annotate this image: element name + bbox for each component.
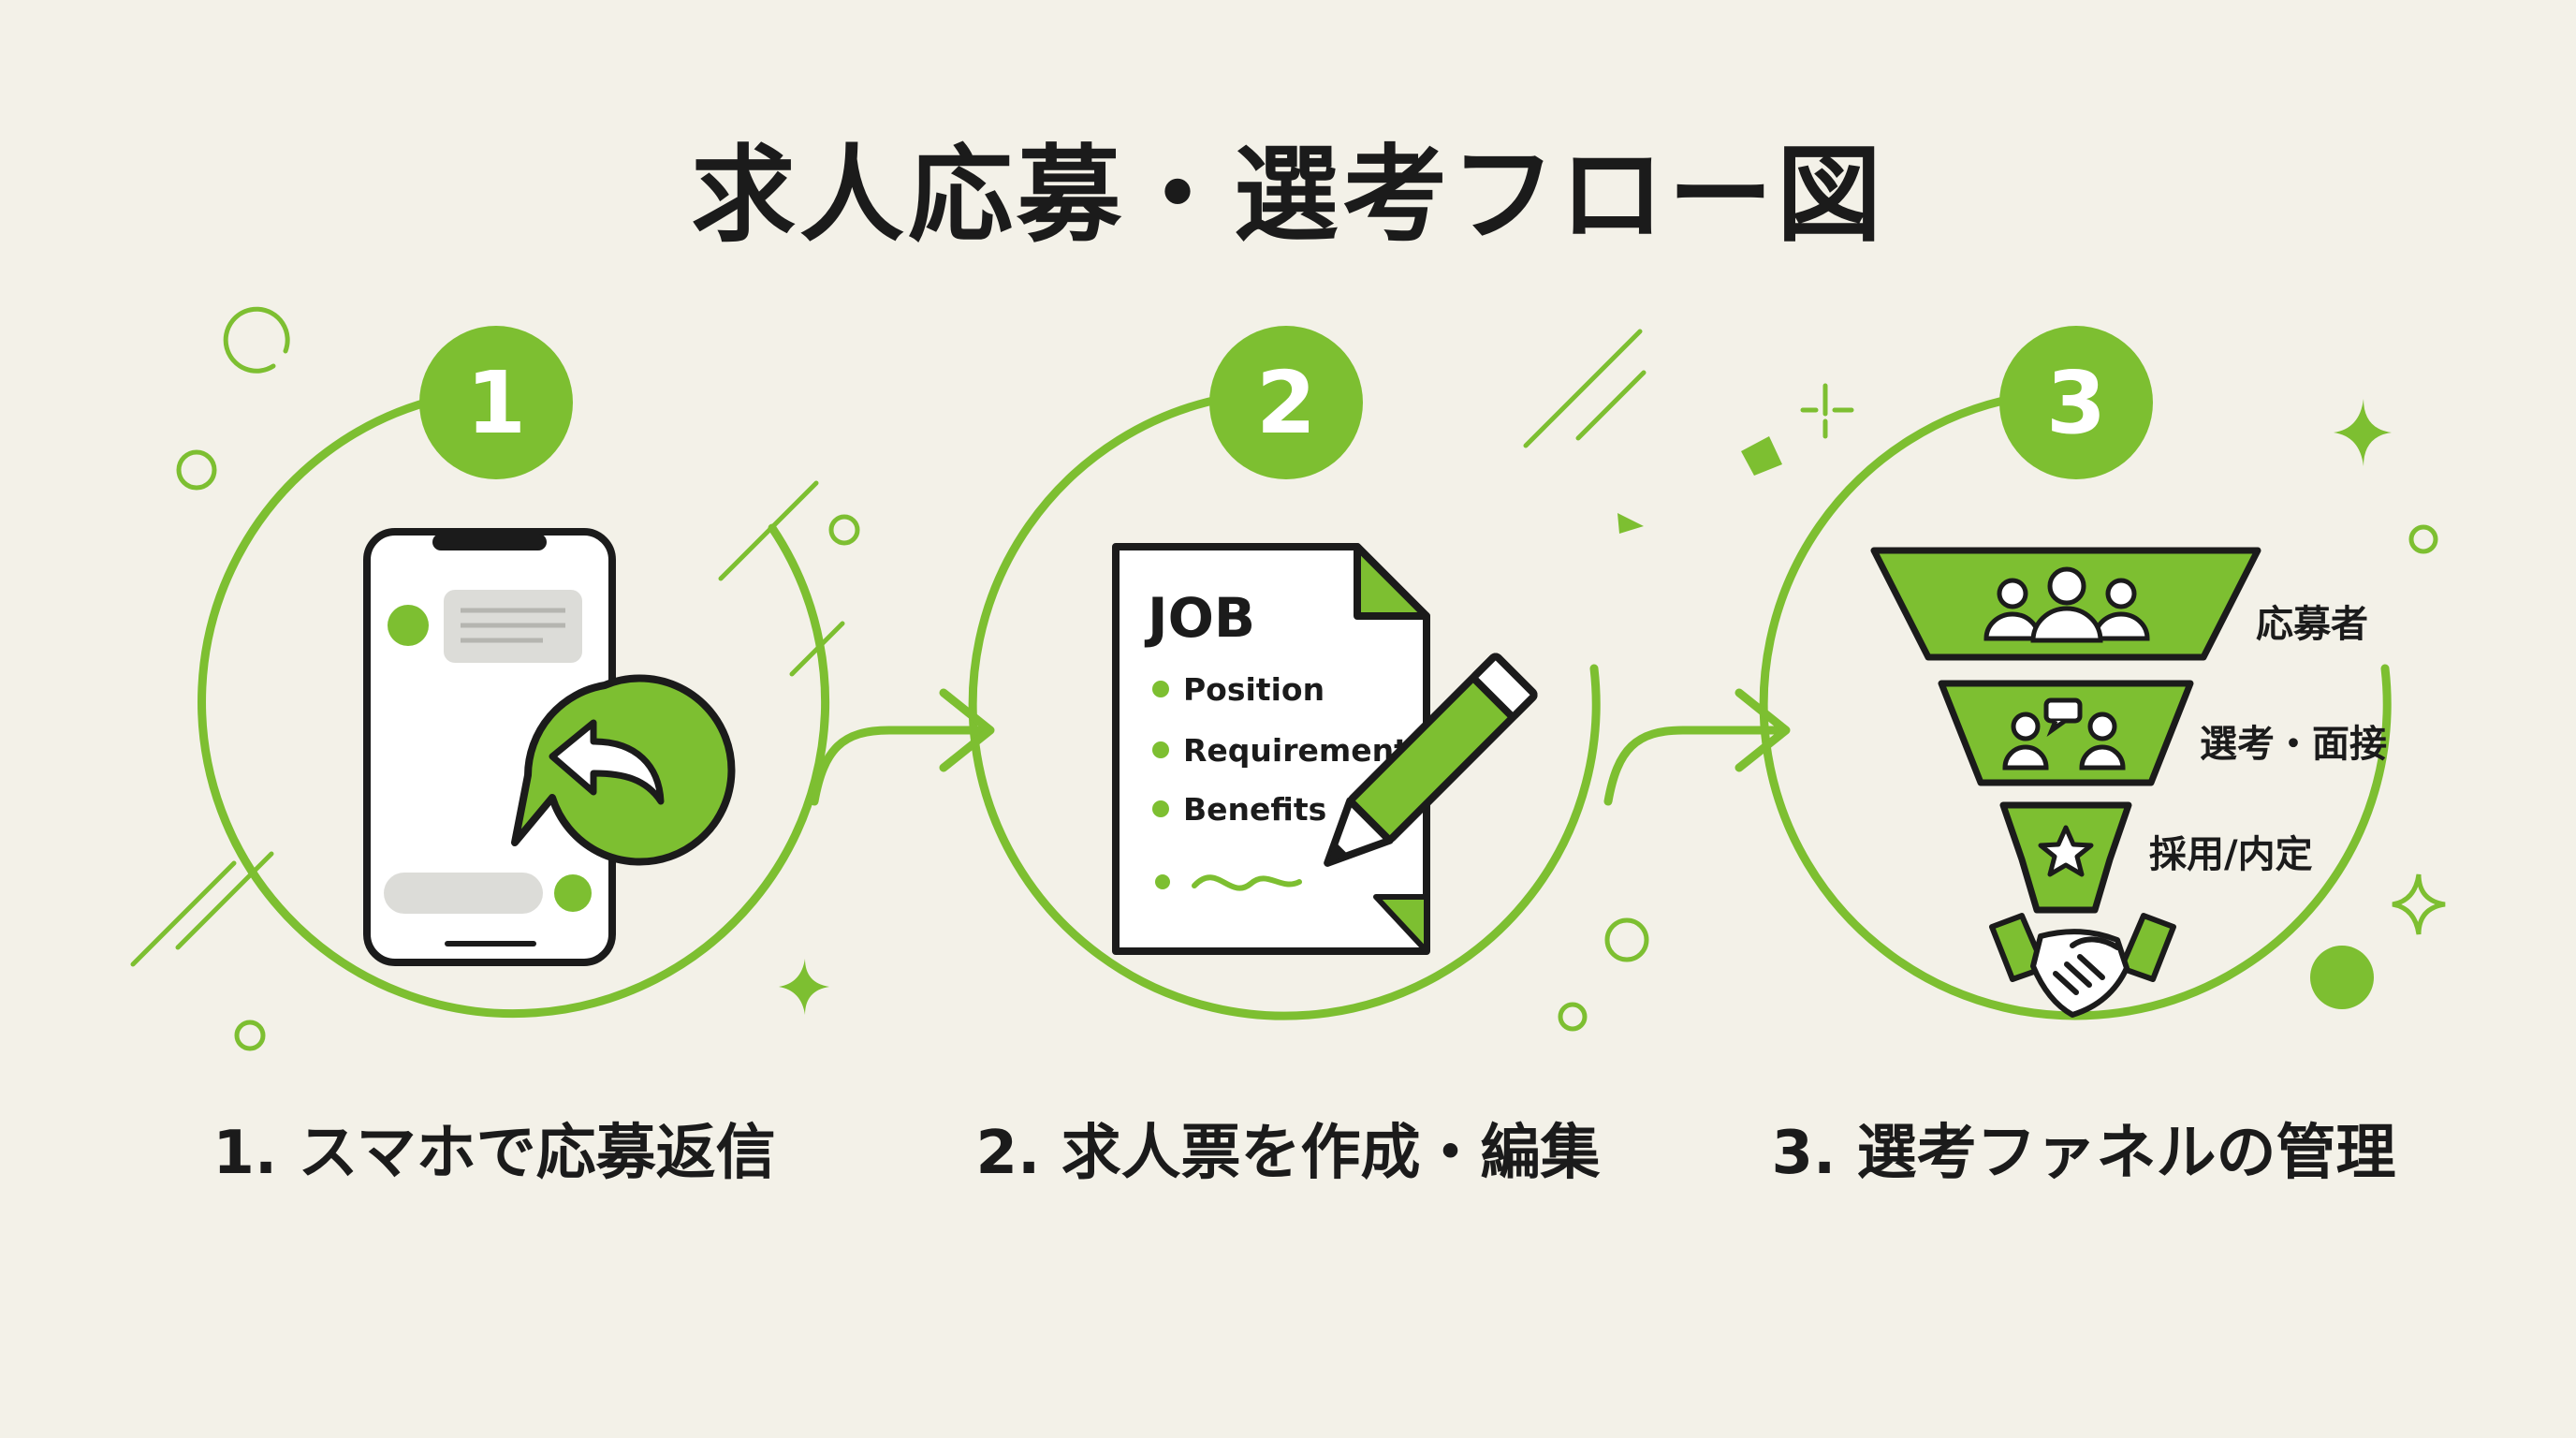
step-number-3: 3 [2046,353,2106,453]
step-badge-2: 2 [1209,326,1363,479]
funnel-label-interview: 選考・面接 [2200,723,2387,766]
step-number-2: 2 [1256,353,1316,453]
connector-arrows [810,688,1791,806]
interview-icon [2002,697,2126,770]
job-document-pencil-icon: JOB Position Requirements Benefits [1112,543,1538,955]
applicants-group-icon [1983,566,2150,643]
pencil-icon [1324,653,1538,867]
step-rings [198,393,2392,1020]
funnel-icon: 応募者 選考・面接 採用/内定 [1870,547,2387,1018]
job-item-benefits: Benefits [1183,791,1326,828]
funnel-tier-2: 選考・面接 [1938,680,2387,786]
step-badge-1: 1 [419,326,573,479]
step-badge-3: 3 [1999,326,2153,479]
decorations [130,306,2446,1051]
job-heading: JOB [1144,586,1255,650]
funnel-tier-1: 応募者 [1870,547,2368,661]
star-icon [2038,825,2094,877]
funnel-label-applicants: 応募者 [2256,603,2368,646]
funnel-label-offer: 採用/内定 [2149,833,2313,876]
step-3-label: 3. 選考ファネルの管理 [1771,1119,2396,1188]
handshake-icon [1989,913,2176,1018]
decoration-fills [779,399,2392,1015]
smartphone-reply-icon [363,528,736,966]
step-number-1: 1 [466,353,526,453]
step-1-label: 1. スマホで応募返信 [212,1119,776,1188]
page-title: 求人応募・選考フロー図 [691,135,1885,257]
reply-bubble-icon [511,674,736,866]
step-2-label: 2. 求人票を作成・編集 [975,1119,1601,1188]
funnel-tier-3: 採用/内定 [1999,801,2313,914]
job-item-position: Position [1183,671,1325,708]
